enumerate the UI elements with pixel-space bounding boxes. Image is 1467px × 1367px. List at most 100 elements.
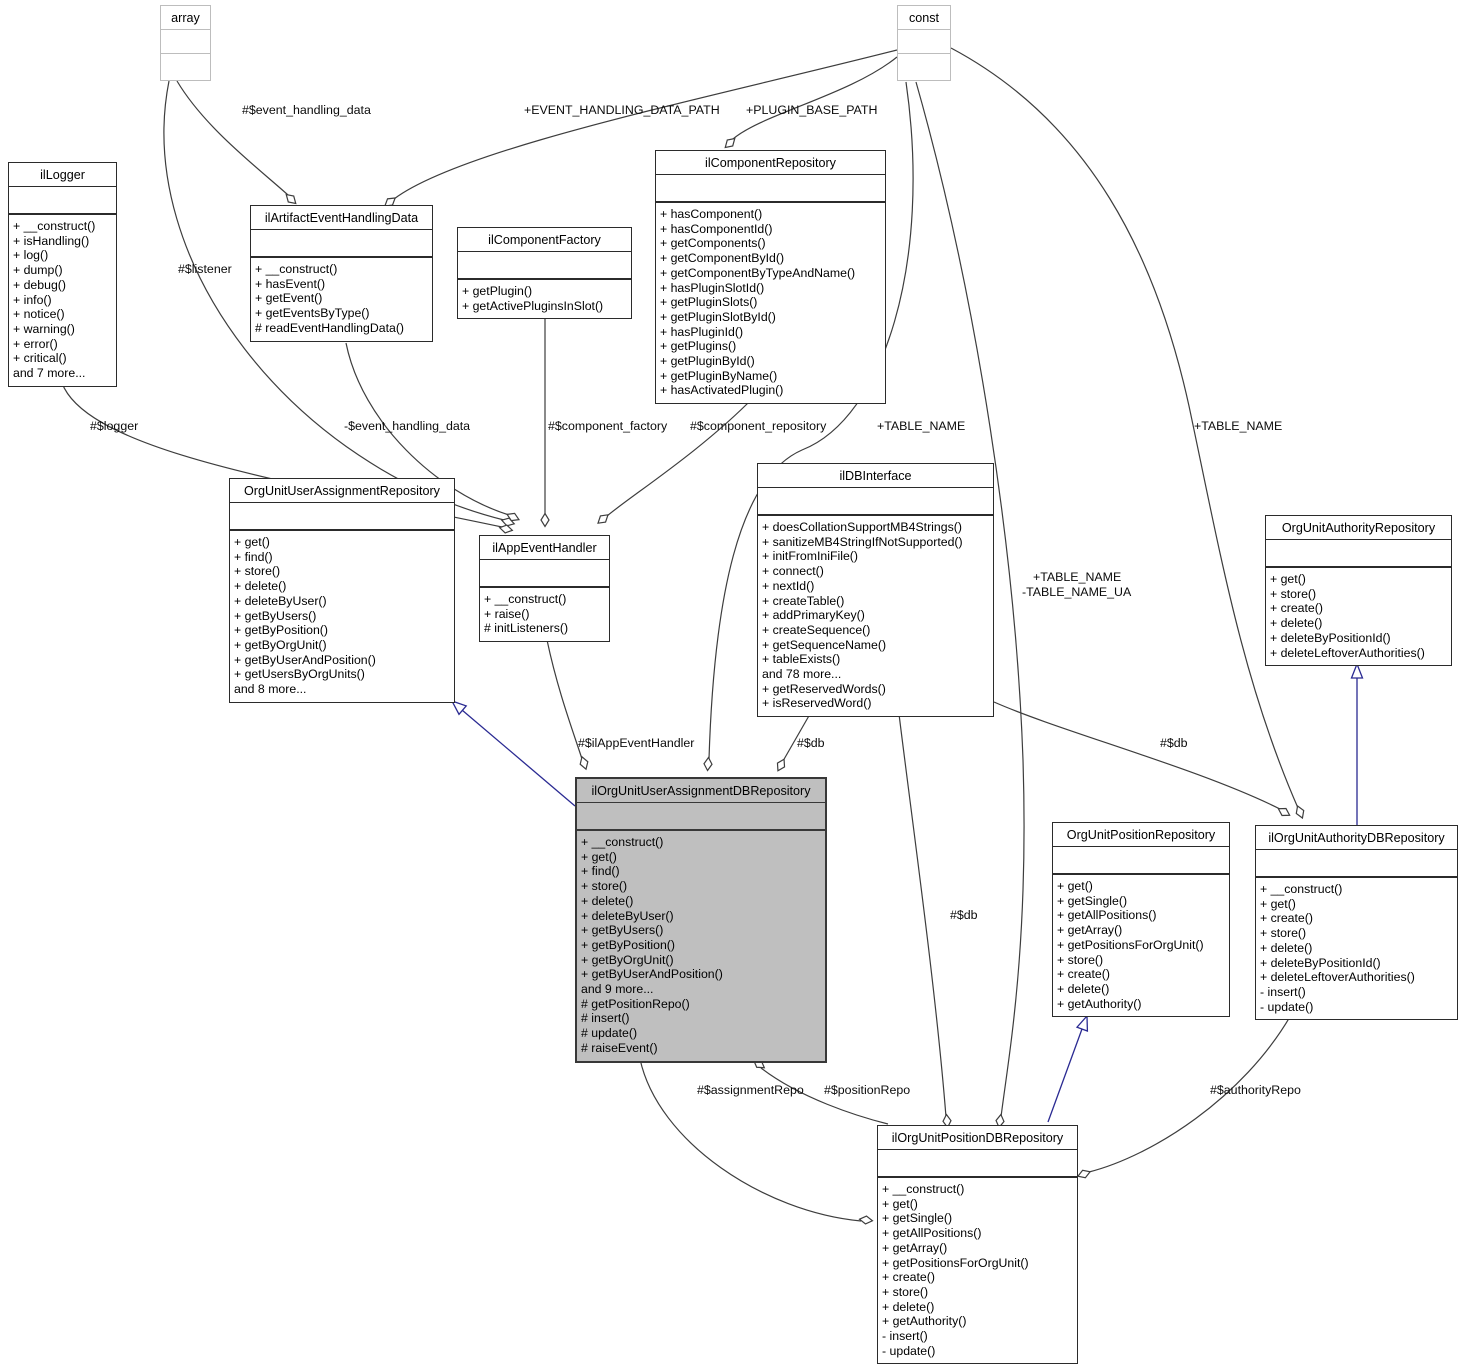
diamond xyxy=(498,524,514,534)
method-item: + deleteByUser() xyxy=(234,593,327,608)
class-box-OrgUnitAuthorityRepository[interactable]: OrgUnitAuthorityRepository + get()+ stor… xyxy=(1265,515,1452,667)
edge-db-authoritydbrepo xyxy=(993,701,1281,810)
class-box-array[interactable]: array xyxy=(160,5,211,81)
method-item: + getPlugins() xyxy=(660,339,737,354)
attrs-compartment xyxy=(458,252,631,280)
method-item: + store() xyxy=(234,564,281,579)
diamond xyxy=(776,758,786,772)
edge-label-event-handling-data: #$event_handling_data xyxy=(242,103,371,117)
diamond xyxy=(1277,807,1291,817)
method-list: + __construct()+ get()+ create()+ store(… xyxy=(1256,878,1457,1019)
method-item: + delete() xyxy=(1057,981,1110,996)
method-item: + isReservedWord() xyxy=(762,696,872,711)
class-box-const[interactable]: const xyxy=(897,5,951,81)
method-list: + hasComponent()+ hasComponentId()+ getC… xyxy=(656,203,885,403)
class-box-ilComponentFactory[interactable]: ilComponentFactory + getPlugin()+ getAct… xyxy=(457,227,632,320)
class-title: ilOrgUnitUserAssignmentDBRepository xyxy=(577,779,825,803)
method-item: + getPluginSlots() xyxy=(660,295,758,310)
method-item: + getUsersByOrgUnits() xyxy=(234,667,365,682)
method-item: # readEventHandlingData() xyxy=(255,320,405,335)
diamond xyxy=(1295,804,1305,820)
method-item: + getComponents() xyxy=(660,236,766,251)
method-item: + getByUserAndPosition() xyxy=(234,652,376,667)
diamond xyxy=(285,193,297,205)
method-item: + getPlugin() xyxy=(462,284,533,298)
class-box-OrgUnitPositionRepository[interactable]: OrgUnitPositionRepository + get()+ getSi… xyxy=(1052,822,1230,1018)
method-item: + getAuthority() xyxy=(1057,996,1142,1011)
method-item: + create() xyxy=(1270,601,1323,616)
method-item: + getByOrgUnit() xyxy=(234,637,327,652)
method-item: # initListeners() xyxy=(484,621,569,636)
edge-label-table-name-2: +TABLE_NAME xyxy=(1194,419,1283,433)
edge-assignmentrepo-positiondbrepo xyxy=(639,1058,862,1222)
method-item: + get() xyxy=(1260,896,1296,911)
method-item: + getByUsers() xyxy=(581,923,664,938)
method-list: + __construct()+ get()+ getSingle()+ get… xyxy=(878,1178,1077,1363)
edge-label-event-handling-data-path: +EVENT_HANDLING_DATA_PATH xyxy=(524,103,720,117)
edge-const-authoritydbrepo xyxy=(950,47,1299,809)
diamond xyxy=(703,756,713,772)
class-box-ilAppEventHandler[interactable]: ilAppEventHandler + __construct()+ raise… xyxy=(479,535,610,643)
class-title: ilOrgUnitPositionDBRepository xyxy=(878,1126,1077,1150)
method-item: + createTable() xyxy=(762,593,845,608)
edge-label-listener: #$listener xyxy=(178,262,232,276)
method-item: and 7 more... xyxy=(13,366,86,381)
method-item: + hasEvent() xyxy=(255,276,326,291)
class-box-ilArtifactEventHandlingData[interactable]: ilArtifactEventHandlingData + __construc… xyxy=(250,205,433,342)
edge-db-assignmentdbrepo xyxy=(782,713,811,762)
diamond xyxy=(724,137,736,149)
class-box-OrgUnitUserAssignmentRepository[interactable]: OrgUnitUserAssignmentRepository + get()+… xyxy=(229,478,455,703)
method-item: + create() xyxy=(1260,911,1313,926)
method-item: + store() xyxy=(1270,586,1317,601)
method-list: + __construct()+ hasEvent()+ getEvent()+… xyxy=(251,258,432,341)
method-list: + get()+ getSingle()+ getAllPositions()+… xyxy=(1053,875,1229,1016)
edge-label-db-2: #$db xyxy=(950,908,978,922)
method-item: + sanitizeMB4StringIfNotSupported() xyxy=(762,534,963,549)
edge-const-componentrepository xyxy=(732,56,898,140)
method-item: + getByPosition() xyxy=(234,623,328,638)
class-box-ilDBInterface[interactable]: ilDBInterface + doesCollationSupportMB4S… xyxy=(757,463,994,718)
method-item: + doesCollationSupportMB4Strings() xyxy=(762,520,962,534)
class-title: OrgUnitAuthorityRepository xyxy=(1266,516,1451,540)
class-title: ilDBInterface xyxy=(758,464,993,488)
method-item: + hasComponent() xyxy=(660,207,763,221)
method-item: # update() xyxy=(581,1026,638,1041)
method-item: + getSingle() xyxy=(1057,893,1128,908)
edge-label-logger: #$logger xyxy=(90,419,139,433)
gen-assignmentdbrepo-assignmentrepo xyxy=(461,709,576,807)
edge-label-table-name-ua: -TABLE_NAME_UA xyxy=(1022,585,1132,599)
method-item: + connect() xyxy=(762,564,824,579)
class-title: OrgUnitPositionRepository xyxy=(1053,823,1229,847)
edge-const-positiondbrepo xyxy=(915,81,1025,1118)
edge-assignmentdbrepo-positiondbrepo xyxy=(760,1067,889,1125)
class-title: OrgUnitUserAssignmentRepository xyxy=(230,479,454,503)
method-item: + initFromIniFile() xyxy=(762,549,858,564)
class-title: const xyxy=(898,6,950,30)
attrs-compartment xyxy=(898,30,950,54)
gen-arrowhead xyxy=(1075,1014,1089,1032)
method-item: + getPositionsForOrgUnit() xyxy=(882,1255,1029,1270)
class-box-ilLogger[interactable]: ilLogger + __construct()+ isHandling()+ … xyxy=(8,162,117,387)
diamond xyxy=(506,512,520,522)
class-box-ilComponentRepository[interactable]: ilComponentRepository + hasComponent()+ … xyxy=(655,150,886,405)
method-item: + get() xyxy=(882,1196,918,1211)
class-box-ilOrgUnitUserAssignmentDBRepository[interactable]: ilOrgUnitUserAssignmentDBRepository + __… xyxy=(575,777,827,1063)
method-item: + getByUserAndPosition() xyxy=(581,967,723,982)
method-item: + getArray() xyxy=(1057,923,1123,938)
class-box-ilOrgUnitPositionDBRepository[interactable]: ilOrgUnitPositionDBRepository + __constr… xyxy=(877,1125,1078,1365)
method-item: + deleteLeftoverAuthorities() xyxy=(1260,970,1415,985)
method-item: + getArray() xyxy=(882,1240,948,1255)
method-item: + getPluginSlotById() xyxy=(660,309,776,324)
method-item: - insert() xyxy=(1260,984,1306,999)
method-item: + find() xyxy=(234,549,273,564)
gen-positiondbrepo-positionrepo xyxy=(1047,1028,1083,1123)
method-item: + __construct() xyxy=(581,835,664,849)
method-item: + get() xyxy=(234,535,270,549)
diamond xyxy=(500,517,516,527)
class-box-ilOrgUnitAuthorityDBRepository[interactable]: ilOrgUnitAuthorityDBRepository + __const… xyxy=(1255,825,1458,1021)
edge-artifact-appeventhandler xyxy=(345,342,510,516)
method-item: + delete() xyxy=(882,1299,935,1314)
method-item: # insert() xyxy=(581,1011,630,1026)
edge-label-db-1: #$db xyxy=(797,736,825,750)
method-item: + getAuthority() xyxy=(882,1314,967,1329)
